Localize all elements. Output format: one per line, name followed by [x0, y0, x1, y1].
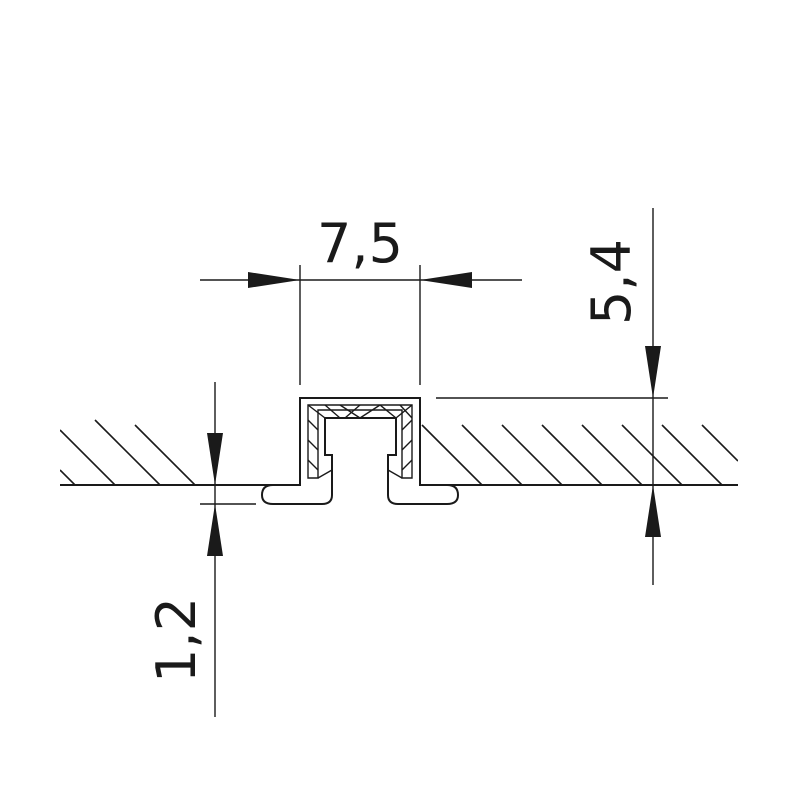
width-dimension: 7,5	[200, 212, 522, 385]
height-dimension: 5,4	[580, 208, 661, 585]
height-dimension-label: 5,4	[580, 239, 643, 325]
flange-dimension-label: 1,2	[145, 597, 208, 683]
arrowhead-right-pointing	[248, 272, 300, 288]
arrowhead-up-pointing	[207, 504, 223, 556]
flange-dimension: 1,2	[145, 382, 256, 717]
arrowhead-up-pointing	[645, 485, 661, 537]
arrowhead-down-pointing	[645, 346, 661, 398]
arrowhead-left-pointing	[420, 272, 472, 288]
hatched-surface-right	[421, 424, 738, 485]
arrowhead-down-pointing	[207, 433, 223, 485]
width-dimension-label: 7,5	[317, 212, 403, 275]
profile-section	[260, 397, 460, 505]
hatched-surface-left	[60, 419, 196, 485]
